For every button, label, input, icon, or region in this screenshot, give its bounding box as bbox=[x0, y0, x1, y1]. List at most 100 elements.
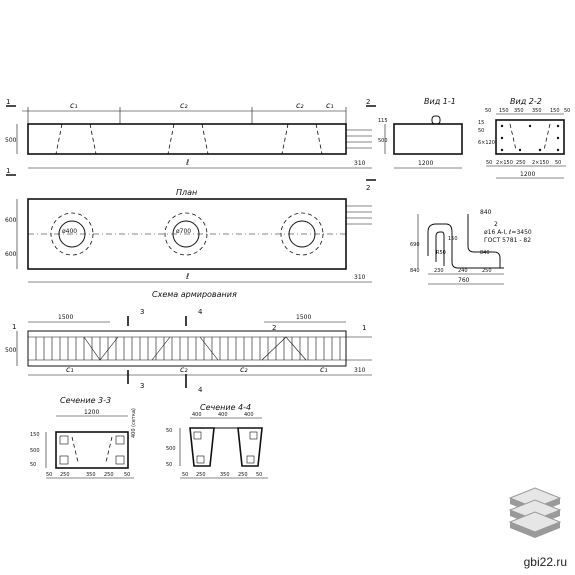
facade-hole-3 bbox=[281, 123, 323, 155]
bar-dim-1: 150 bbox=[448, 236, 458, 242]
plan-hole-1 bbox=[58, 220, 86, 248]
section44-top-1: 400 bbox=[192, 412, 202, 418]
facade-dim-c2b: c₂ bbox=[296, 101, 304, 110]
section44-bottom-4: 250 bbox=[238, 472, 248, 478]
plan-hole-label-1: ø400 bbox=[62, 228, 77, 235]
facade-dim-c1: c₁ bbox=[70, 101, 78, 110]
plan-length-label: ℓ bbox=[185, 272, 189, 281]
bar-spec-2: ГОСТ 5781 - 82 bbox=[484, 237, 531, 244]
bar-dim-2: R50 bbox=[436, 250, 446, 256]
section33-title: Сечение 3-3 bbox=[60, 396, 111, 405]
view22-bottom-dim-1: 50 bbox=[486, 160, 492, 166]
section44-left-rib bbox=[189, 427, 215, 467]
view22-outline bbox=[495, 119, 565, 155]
plan-rebar-ends bbox=[346, 205, 372, 225]
plan-hole-3-outer bbox=[280, 212, 324, 256]
plan-width-2: 600 bbox=[5, 251, 17, 258]
view22-top-dim-2: 150 bbox=[499, 108, 509, 114]
rebar-dot bbox=[500, 124, 504, 128]
cut-mark-4-top: 4 bbox=[198, 308, 203, 316]
view22-left-dim-3: 6×120 bbox=[478, 140, 495, 146]
rebar-dot bbox=[556, 136, 560, 140]
section33-left-dim-3: 50 bbox=[30, 462, 36, 468]
section33-right-label: 400 (сетка) bbox=[131, 408, 137, 438]
facade-view: c₁ c₂ c₂ c₁ 500 ℓ 310 1 1 2 2 bbox=[5, 98, 376, 192]
site-watermark: gbi22.ru bbox=[523, 555, 567, 569]
section44-bottom-3: 350 bbox=[220, 472, 230, 478]
cut-mark-4-bottom: 4 bbox=[198, 386, 203, 394]
bar-spec-1: ø16 A-I, ℓ=3450 bbox=[484, 229, 532, 236]
view22-top-dim-4: 350 bbox=[532, 108, 542, 114]
plan-hole-1-outer bbox=[50, 212, 94, 256]
section-3-3: Сечение 3-3 1200 400 (сетка) 150 500 50 … bbox=[30, 396, 137, 479]
callout-1-right: 1 bbox=[362, 324, 366, 332]
section33-left-dim-1: 150 bbox=[30, 432, 40, 438]
reinforcement-top-label-2: 1500 bbox=[296, 314, 311, 321]
section44-bar-1 bbox=[193, 431, 202, 440]
plan-end-label: 310 bbox=[354, 274, 366, 281]
rebar-dot bbox=[518, 148, 522, 152]
reinforcement-dim-c1b: c₁ bbox=[320, 365, 328, 374]
facade-dim-c1b: c₁ bbox=[326, 101, 334, 110]
section33-bottom-2: 250 bbox=[60, 472, 70, 478]
section44-bar-2 bbox=[249, 431, 258, 440]
section33-corner-tl bbox=[59, 435, 69, 445]
bar-dim-4: 840 bbox=[410, 268, 420, 274]
plan-hole-2 bbox=[172, 220, 200, 248]
rebar-dot bbox=[556, 148, 560, 152]
section33-bottom-5: 50 bbox=[124, 472, 130, 478]
view11-lifting-loop bbox=[431, 115, 441, 125]
reinforcement-title: Схема армирования bbox=[152, 290, 237, 299]
view22-bottom-dim-3: 250 bbox=[516, 160, 526, 166]
bar-dim-7: 250 bbox=[482, 268, 492, 274]
view22-top-dim-5: 150 bbox=[550, 108, 560, 114]
view22-width-label: 1200 bbox=[520, 171, 535, 178]
view11-title: Вид 1-1 bbox=[424, 97, 456, 106]
section44-left-2: 500 bbox=[166, 446, 176, 452]
view11-height-label: 500 bbox=[378, 138, 388, 144]
view22-top-dim-3: 350 bbox=[514, 108, 524, 114]
section-mark-1-bottom: 1 bbox=[6, 167, 10, 175]
bar-left-dim-label: 690 bbox=[410, 242, 420, 248]
facade-dim-ticks bbox=[27, 107, 347, 124]
rebar-dot bbox=[528, 124, 532, 128]
facade-height-label: 500 bbox=[5, 137, 17, 144]
section-mark-bars bbox=[6, 105, 376, 181]
view11-width-label: 1200 bbox=[418, 160, 433, 167]
rebar-dot bbox=[538, 148, 542, 152]
section-4-4: Сечение 4-4 400 400 400 50 500 50 50 250… bbox=[166, 403, 268, 479]
section33-bottom-1: 50 bbox=[46, 472, 52, 478]
facade-length-label: ℓ bbox=[185, 158, 189, 167]
cut-mark-bars bbox=[127, 316, 187, 388]
reinforcement-longitudinal-bars bbox=[28, 336, 372, 361]
bar-label-top: 840 bbox=[480, 209, 492, 216]
section33-bottom-4: 250 bbox=[104, 472, 114, 478]
reinforcement-top-label-1: 1500 bbox=[58, 314, 73, 321]
facade-dim-c2: c₂ bbox=[180, 101, 188, 110]
cut-mark-3-bottom: 3 bbox=[140, 382, 144, 390]
bar-dim-3: 840 bbox=[480, 250, 490, 256]
plan-hole-2-outer bbox=[164, 212, 208, 256]
view22-bottom-dim-4: 2×150 bbox=[532, 160, 549, 166]
section44-title: Сечение 4-4 bbox=[200, 403, 251, 412]
facade-outline bbox=[27, 123, 347, 155]
reinforcement-dim-c2b: c₂ bbox=[240, 365, 248, 374]
plan-width-1: 600 bbox=[5, 217, 17, 224]
reinforcement-outline bbox=[27, 330, 347, 367]
facade-end-label: 310 bbox=[354, 160, 366, 167]
view22-rebar-dots bbox=[500, 124, 560, 152]
view22-top-dim-1: 50 bbox=[485, 108, 491, 114]
section-mark-2-top: 2 bbox=[366, 98, 370, 106]
section33-outline bbox=[55, 431, 129, 469]
plan-title: План bbox=[176, 188, 197, 197]
view-1-1: Вид 1-1 500 115 1200 bbox=[378, 97, 463, 169]
section33-left-dim-2: 500 bbox=[30, 448, 40, 454]
section33-bottom-3: 350 bbox=[86, 472, 96, 478]
bar-dim-5: 230 bbox=[434, 268, 444, 274]
section33-width-label: 1200 bbox=[84, 409, 99, 416]
section44-bar-3 bbox=[196, 455, 205, 464]
view11-side-label: 115 bbox=[378, 118, 388, 124]
reinforcement-stirrups bbox=[35, 337, 341, 360]
bar-shape-outer bbox=[427, 223, 504, 269]
